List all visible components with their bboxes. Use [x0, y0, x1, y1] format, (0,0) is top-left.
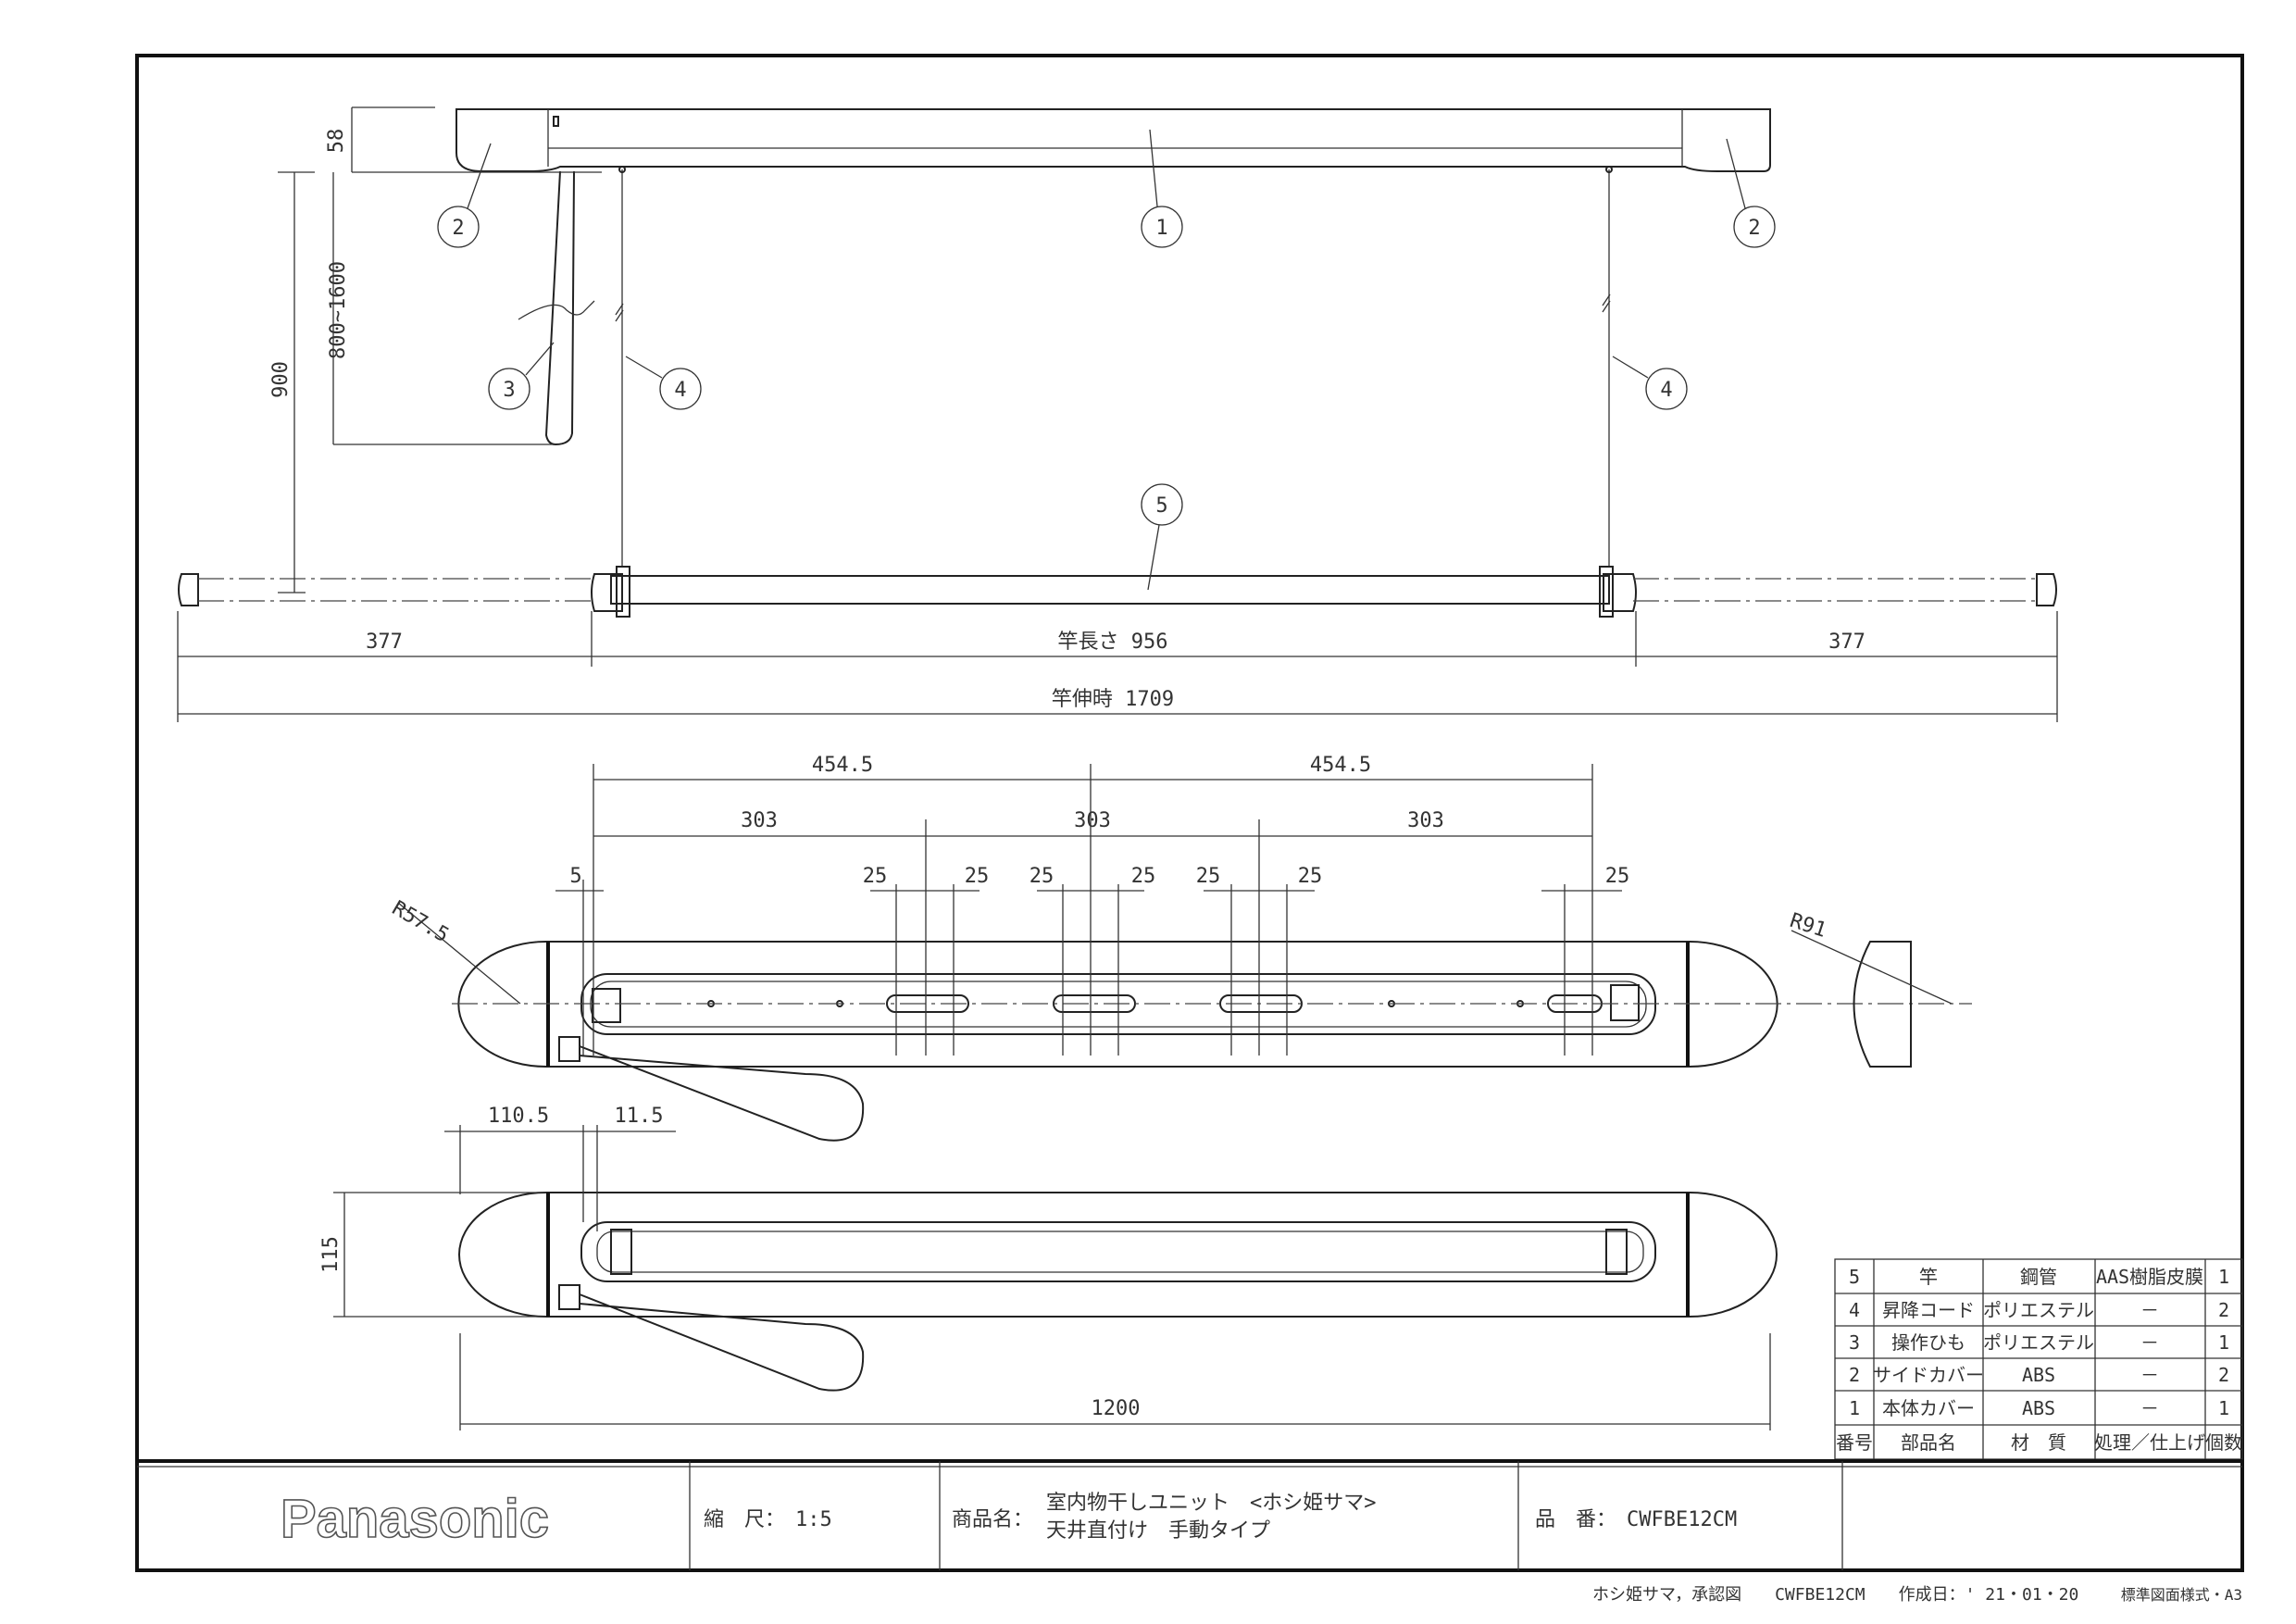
table-row-4-qty: 2	[2218, 1299, 2229, 1321]
table-row-1-no: 1	[1849, 1397, 1860, 1419]
title-block: Panasonic 縮 尺： 1:5 商品名： 室内物干しユニット <ホシ姫サマ…	[137, 1459, 2242, 1570]
table-header-name: 部品名	[1901, 1431, 1956, 1454]
dim-25-5: 25	[1196, 865, 1221, 888]
side-cover	[1853, 941, 1912, 1068]
table-row-2-qty: 2	[2218, 1364, 2229, 1386]
rod	[610, 575, 1610, 605]
sheet-border	[135, 54, 2244, 1572]
svg-text:2: 2	[1748, 217, 1760, 240]
dim-rod-length: 竿長さ 956	[1058, 631, 1168, 654]
table-header-qty: 個数	[2205, 1431, 2242, 1454]
dim-800-1600: 800~1600	[327, 261, 350, 359]
dim-25-7: 25	[1605, 865, 1630, 888]
table-row-1-name: 本体カバー	[1882, 1397, 1975, 1419]
table-header-no: 番号	[1836, 1431, 1873, 1454]
table-row-5-qty: 1	[2218, 1266, 2229, 1288]
dim-454-left: 454.5	[812, 754, 873, 777]
callout-4-right: 4	[1612, 356, 1688, 410]
plan-view: 454.5 454.5 303 303 303 5 25 25 25 25 25…	[388, 754, 1972, 1142]
parts-table: 5 竿 鋼管 AAS樹脂皮膜 1 4 昇降コード ポリエステル － 2 3 操作…	[1834, 1258, 2243, 1460]
footer-form: 標準図面様式・A3	[2121, 1586, 2242, 1604]
table-row-2-finish: －	[2140, 1364, 2159, 1386]
dim-115: 115	[319, 1236, 343, 1273]
dim-11-5: 11.5	[615, 1105, 664, 1128]
callout-1: 1	[1141, 129, 1183, 248]
panasonic-logo: Panasonic	[281, 1489, 549, 1549]
dim-25-4: 25	[1131, 865, 1156, 888]
callout-5: 5	[1141, 483, 1183, 591]
dim-5: 5	[569, 865, 581, 888]
table-row-1-material: ABS	[2022, 1397, 2055, 1419]
operating-string	[544, 170, 575, 446]
table-row-5-finish: AAS樹脂皮膜	[2096, 1266, 2203, 1288]
table-header-finish: 処理／仕上げ	[2094, 1431, 2205, 1454]
table-row-2-material: ABS	[2022, 1364, 2055, 1386]
table-row-4-name: 昇降コード	[1882, 1299, 1975, 1321]
table-row-3-name: 操作ひも	[1891, 1331, 1965, 1354]
callout-4-left: 4	[625, 356, 702, 410]
table-row-5-material: 鋼管	[2020, 1266, 2057, 1288]
part-number: 品 番： CWFBE12CM	[1535, 1508, 1737, 1531]
table-row-5-name: 竿	[1919, 1266, 1938, 1288]
dim-110-5: 110.5	[488, 1105, 549, 1128]
table-row-1-finish: －	[2140, 1397, 2159, 1419]
dim-25-3: 25	[1029, 865, 1054, 888]
svg-text:1: 1	[1155, 217, 1167, 240]
dim-1200: 1200	[1092, 1397, 1141, 1420]
product-name-line1: 室内物干しユニット <ホシ姫サマ>	[1046, 1492, 1377, 1515]
callout-3: 3	[488, 342, 555, 410]
table-row-4-material: ポリエステル	[1983, 1299, 2094, 1321]
table-row-2-no: 2	[1849, 1364, 1860, 1386]
dim-303-2: 303	[1074, 809, 1111, 832]
callout-2-right: 2	[1726, 138, 1776, 248]
dim-58: 58	[325, 129, 348, 154]
dim-25-1: 25	[863, 865, 888, 888]
table-row-2-name: サイドカバー	[1873, 1364, 1984, 1386]
table-row-3-no: 3	[1849, 1331, 1860, 1354]
dim-454-right: 454.5	[1310, 754, 1371, 777]
unit-body	[455, 108, 1771, 172]
dim-303-1: 303	[741, 809, 778, 832]
table-row-1-qty: 1	[2218, 1397, 2229, 1419]
table-row-3-qty: 1	[2218, 1331, 2229, 1354]
scale-label: 縮 尺： 1:5	[704, 1508, 832, 1531]
footer-doc: ホシ姫サマ，承認図 CWFBE12CM 作成日：' 21・01・20	[1592, 1585, 2078, 1605]
svg-text:3: 3	[503, 379, 515, 402]
dim-25-2: 25	[965, 865, 990, 888]
dim-377-right: 377	[1828, 631, 1866, 654]
dim-900: 900	[269, 361, 293, 398]
table-row-3-finish: －	[2140, 1331, 2159, 1354]
callout-2-left: 2	[437, 143, 492, 248]
table-row-4-finish: －	[2140, 1299, 2159, 1321]
table-row-4-no: 4	[1849, 1299, 1860, 1321]
bottom-view: 110.5 11.5 115 1200	[319, 1105, 1778, 1430]
product-name-line2: 天井直付け 手動タイプ	[1046, 1519, 1270, 1543]
svg-text:5: 5	[1155, 494, 1167, 518]
table-header-material: 材 質	[2011, 1431, 2066, 1454]
dim-377-left: 377	[366, 631, 403, 654]
bottom-body	[458, 1192, 1778, 1318]
svg-text:2: 2	[452, 217, 464, 240]
table-row-3-material: ポリエステル	[1983, 1331, 2094, 1354]
dim-25-6: 25	[1298, 865, 1323, 888]
dim-303-3: 303	[1407, 809, 1444, 832]
dim-rod-extended: 竿伸時 1709	[1052, 688, 1174, 711]
table-row-5-no: 5	[1849, 1266, 1860, 1288]
product-label: 商品名：	[952, 1508, 1033, 1531]
svg-text:4: 4	[1660, 379, 1672, 402]
front-view: 58 800~1600 900 377 竿長さ 956 377 竿伸時 1709…	[177, 106, 2058, 722]
svg-text:4: 4	[674, 379, 686, 402]
